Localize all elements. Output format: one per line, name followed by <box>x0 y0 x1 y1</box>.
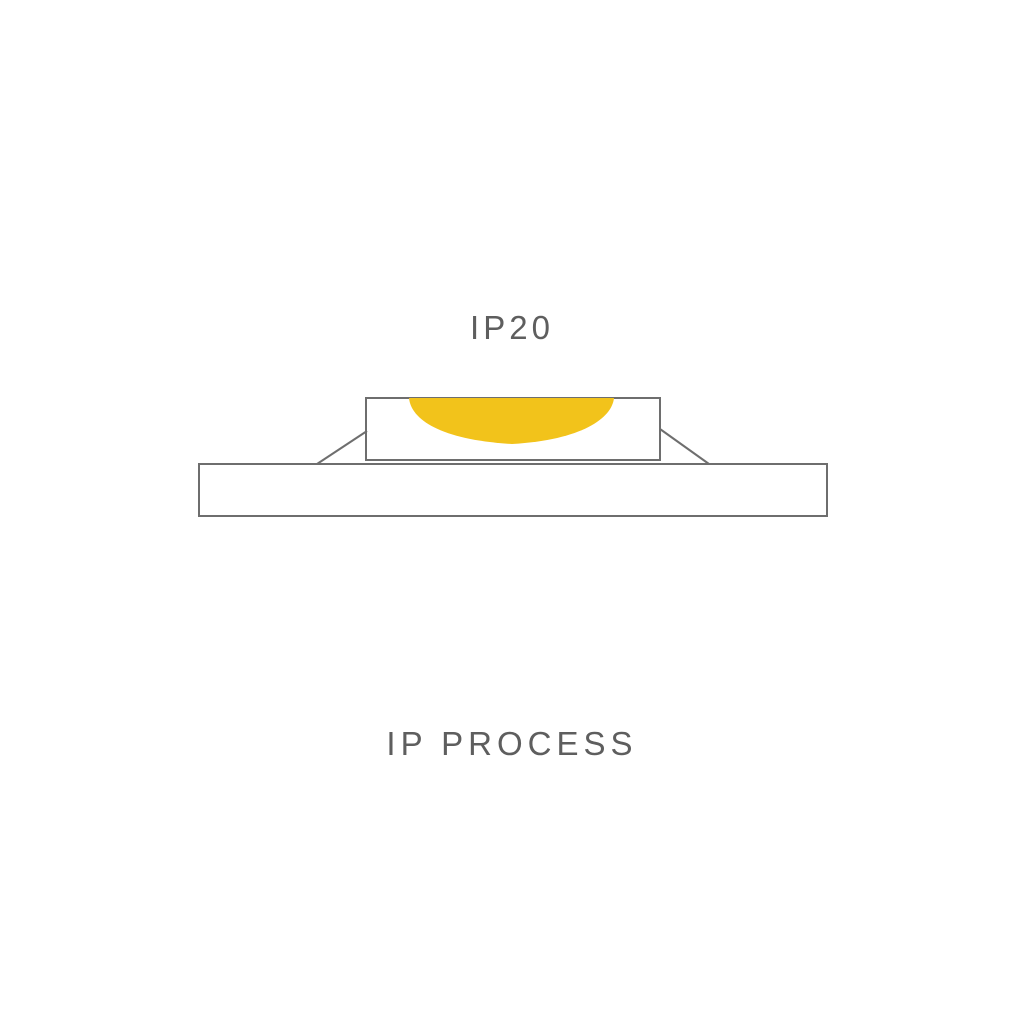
pcb-strip-base <box>198 463 828 517</box>
diagram-caption: IP PROCESS <box>386 725 638 762</box>
right-lead-line <box>659 428 710 465</box>
left-lead-line <box>316 430 368 465</box>
ip-rating-label: IP20 <box>470 309 554 346</box>
led-emitter <box>409 398 614 444</box>
